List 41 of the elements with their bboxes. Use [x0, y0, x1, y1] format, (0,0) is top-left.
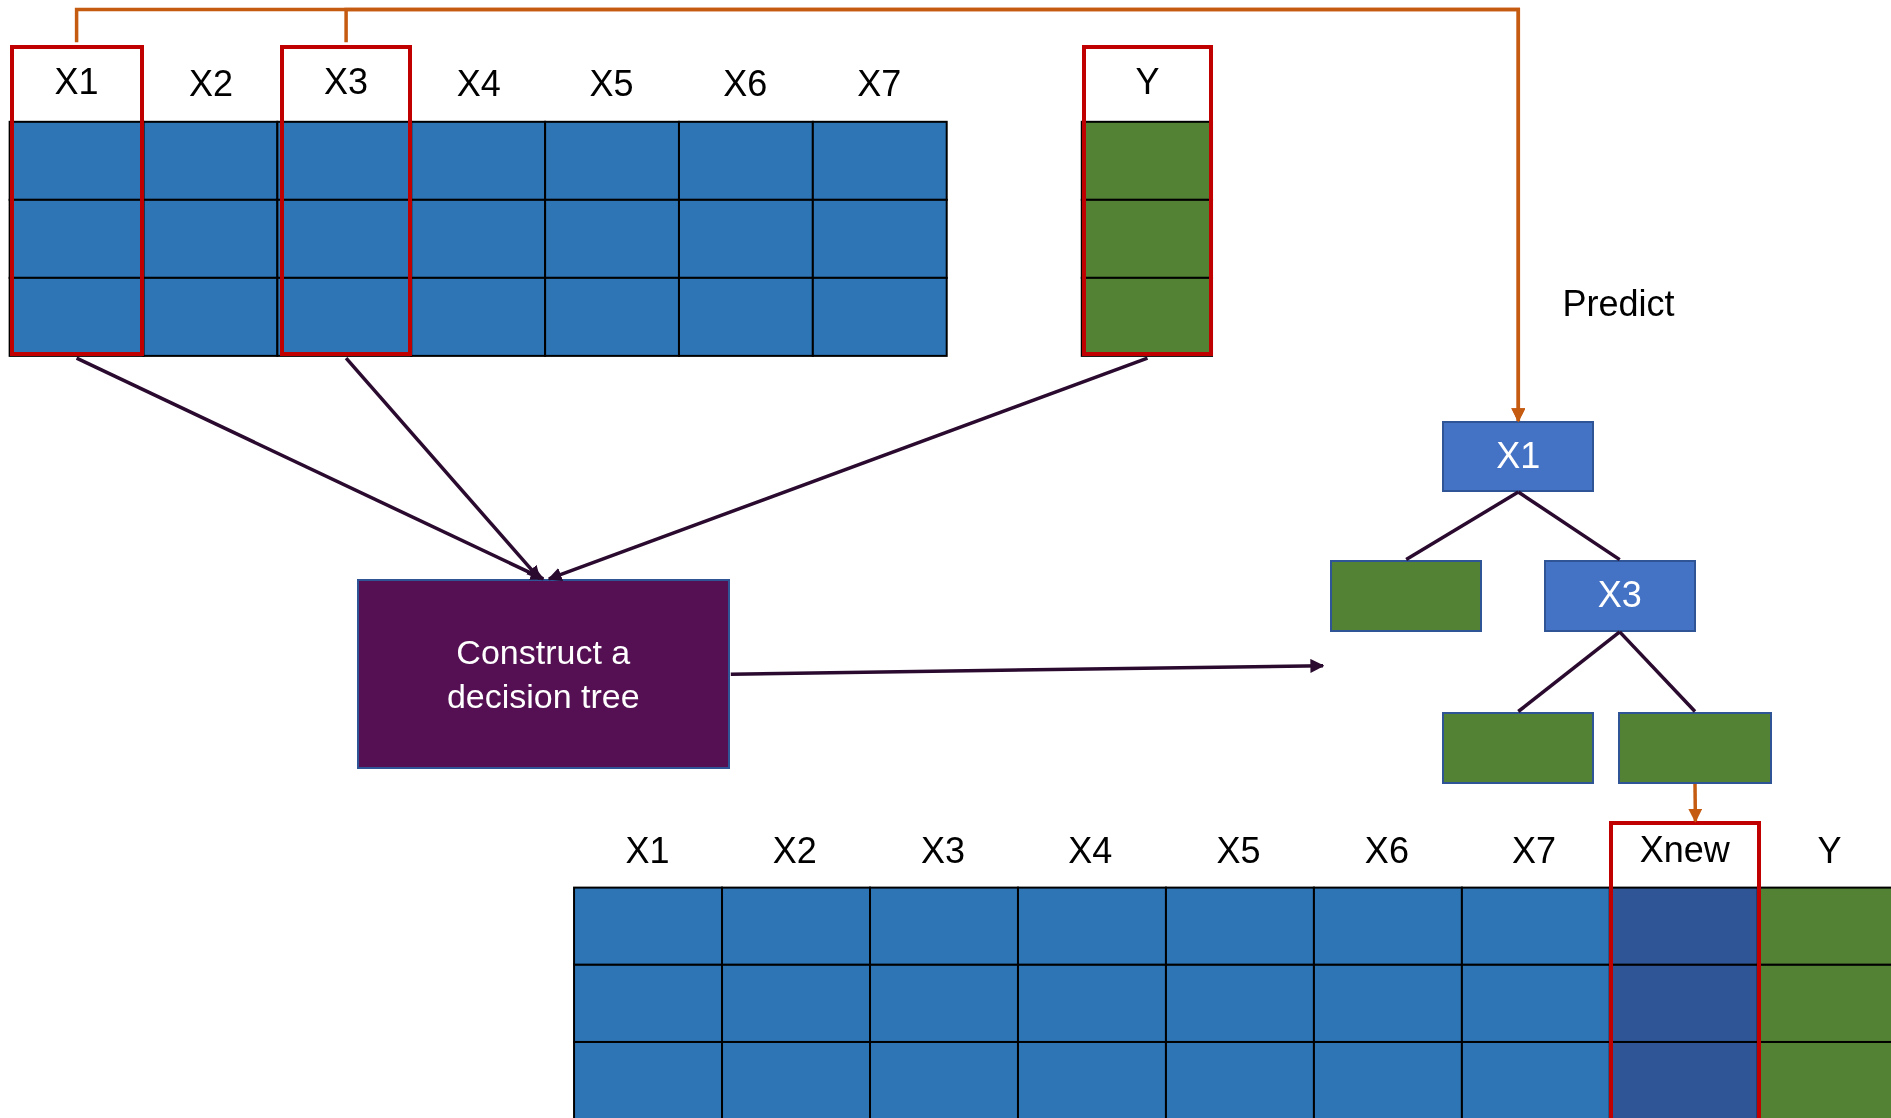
column-header: X6: [1364, 829, 1409, 873]
arrow: [547, 356, 1149, 582]
connector-line: [1405, 490, 1520, 562]
column-header: X3: [921, 829, 966, 873]
column-header: X7: [1512, 829, 1557, 873]
column-header: Xnew: [1639, 828, 1730, 873]
arrow: [344, 357, 541, 581]
node-label: X1: [1496, 434, 1541, 479]
node-label: Construct a decision tree: [445, 631, 641, 718]
column-header: X3: [324, 59, 369, 104]
column-highlight: [279, 44, 413, 356]
arrow: [1688, 783, 1703, 823]
column-highlight: [1081, 44, 1214, 356]
column-header: X4: [456, 62, 501, 106]
column-header: X4: [1068, 829, 1113, 873]
column-header: X2: [772, 829, 817, 873]
column-header: X1: [625, 829, 670, 873]
column-highlight: [1608, 821, 1761, 1118]
leaf-node: [1442, 711, 1595, 784]
arrow: [75, 356, 545, 581]
decision-node: [1543, 559, 1696, 632]
decision-node: [1442, 420, 1595, 493]
arrow: [730, 658, 1325, 676]
column-header: X5: [1216, 829, 1261, 873]
column-header: X6: [723, 62, 768, 106]
node-label: X3: [1597, 573, 1642, 618]
column-header: X2: [189, 62, 234, 106]
leaf-node: [1618, 711, 1772, 784]
annotation-text: Predict: [1562, 282, 1675, 326]
column-header: X7: [857, 62, 902, 106]
column-header: Y: [1135, 59, 1160, 104]
column-header: Y: [1817, 829, 1842, 873]
column-header: X5: [589, 62, 634, 106]
column-header: X1: [54, 59, 99, 104]
leaf-node: [1330, 559, 1483, 632]
connector-line: [1618, 630, 1697, 713]
connector-line: [1517, 630, 1621, 713]
process-box: [356, 578, 730, 770]
column-highlight: [9, 44, 144, 356]
arrow: [344, 7, 1526, 423]
connector-line: [1517, 490, 1621, 562]
